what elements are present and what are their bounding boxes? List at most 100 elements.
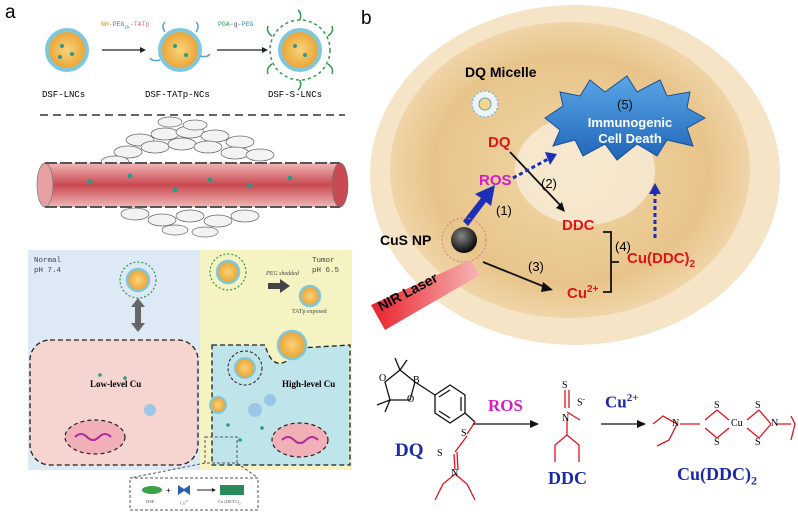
reagent1-sub: 2k [124,25,130,31]
dq-micelle-label: DQ Micelle [465,64,537,80]
tumor-micelle [209,253,247,291]
reagent2-part1: PGA- [218,21,234,28]
blood-vessel [36,162,349,208]
atom-s-cu-4: S [755,437,761,448]
icd-starburst [544,75,707,161]
normal-line2: pH 7.4 [34,267,62,275]
cu-ddc-text: Cu(DDC) [627,250,690,267]
two-way-arrow [131,298,145,332]
svg-text:+: + [166,486,171,495]
atom-o-1: O [379,373,387,384]
scheme-ros-label: ROS [488,396,523,415]
atom-n-cu-2: N [771,418,779,429]
arrow-np-to-ros [463,185,495,226]
scheme-cu2-sup: 2+ [626,392,639,404]
inset-product-sub: 2 [239,501,241,506]
inset-cu: Cu [180,500,186,506]
scheme-dq-label: DQ [395,440,424,461]
inset-cu-sup: 2+ [185,499,189,503]
inset-product-label: Cu (DETC)2 [218,499,241,506]
tumor-label: Tumor pH 6.5 [312,256,339,276]
scheme-cu-ddc-label: Cu(DDC)2 [677,464,757,489]
tumor-tissue-cluster [100,116,275,169]
atom-s-cu-1: S [714,400,720,411]
atom-s-dq-1: S [461,428,467,439]
scheme-bonds [376,357,796,501]
atom-b: B [413,375,420,386]
step1-label: (1) [496,203,512,218]
high-cu-label: High-level Cu [282,379,336,389]
scheme-ddc-label: DDC [548,468,587,488]
ddc-label: DDC [562,217,595,234]
cu2-text: Cu [567,285,587,302]
reaction-scheme: O O B S S N S S- N N S S Cu S S N ROS Cu… [355,340,798,514]
reagent2-part3: -PEG [237,21,254,28]
scheme-cu-ddc-text: Cu(DDC) [677,464,751,484]
icd-line2: Cell Death [598,131,662,146]
cu2-sup: 2+ [587,284,599,295]
atom-n-dq: N [451,468,459,479]
ros-label: ROS [479,172,512,189]
atom-s-ddc-2-minus: - [582,395,585,403]
icd-label: Immunogenic Cell Death [575,115,685,147]
dsf-lnc-particle [45,28,89,72]
peg-shed-arrow [268,279,290,293]
tumor-line2: pH 6.5 [312,267,340,275]
atom-n-cu-1: N [672,418,680,429]
tumor-cell [204,329,351,466]
arrow-np-to-cu [482,261,546,288]
step3-label: (3) [528,259,544,274]
atom-s-cu-3: S [755,400,761,411]
normal-label: Normal pH 7.4 [34,256,61,276]
low-cu-label: Low-level Cu [90,379,142,389]
icd-number: (5) [617,97,633,112]
atom-s-dq-2: S [437,448,443,459]
cu-ddc-sub: 2 [689,259,696,270]
inset-product: Cu (DETC) [218,499,240,504]
tumor-tissue-lower [120,207,260,238]
normal-cell [29,339,199,466]
cus-np-icon [441,217,487,263]
atom-s-ddc-2-text: S [577,397,583,409]
atom-n-ddc: N [562,413,570,424]
reagent2-part2: g [233,21,238,28]
bracket-step4 [603,231,619,293]
cus-np-label: CuS NP [380,232,432,248]
step2-label: (2) [541,176,557,191]
atom-s-ddc-1: S [562,380,568,391]
scheme-cu-ddc-sub: 2 [751,473,757,488]
dsf-s-lnc-particle [266,9,334,91]
inset-dsf-label: DSF [146,499,155,504]
normal-line1: Normal [34,257,62,265]
panel-a-letter: a [5,2,16,23]
tumor-line1: Tumor [312,257,335,265]
tatp-exposed-label: TATp exposed [292,309,327,315]
arrow-ros-to-icd [512,156,551,180]
panel-b: b [355,0,798,514]
atom-s-cu-2: S [714,437,720,448]
inset-cu-label: Cu2+ [180,499,188,506]
panel-a-graphics: + [28,9,352,511]
arrow-dq-to-ddc [509,151,561,206]
reagent1-part3: -TATp [129,21,150,28]
panel-a: a [0,0,355,514]
icd-line1: Immunogenic [587,115,673,130]
label-dsf-lnc: DSF-LNCs [42,90,86,100]
scheme-cu2-label: Cu2+ [605,392,639,413]
reagent1-label: NH-PEG2k-TATp [101,21,149,30]
reagent1-part2: PEG [112,21,125,28]
atom-o-2: O [407,394,415,405]
panel-b-letter: b [361,8,372,29]
cu2-label: Cu2+ [567,284,598,302]
inset-box: + [129,462,259,511]
label-dsf-s-lnc: DSF-S-LNCs [268,90,323,100]
panel-b-graphics [370,5,780,345]
dq-label: DQ [488,134,511,151]
atom-s-ddc-2: S- [577,395,585,408]
cu-ddc-label: Cu(DDC)2 [627,250,695,270]
reagent2-label: PGA-g-PEG [218,21,253,28]
dsf-tatp-nc-particle [149,21,211,72]
nir-laser-beam [371,260,480,330]
reagent1-part1: NH- [101,21,113,28]
atom-cu: Cu [731,418,743,429]
